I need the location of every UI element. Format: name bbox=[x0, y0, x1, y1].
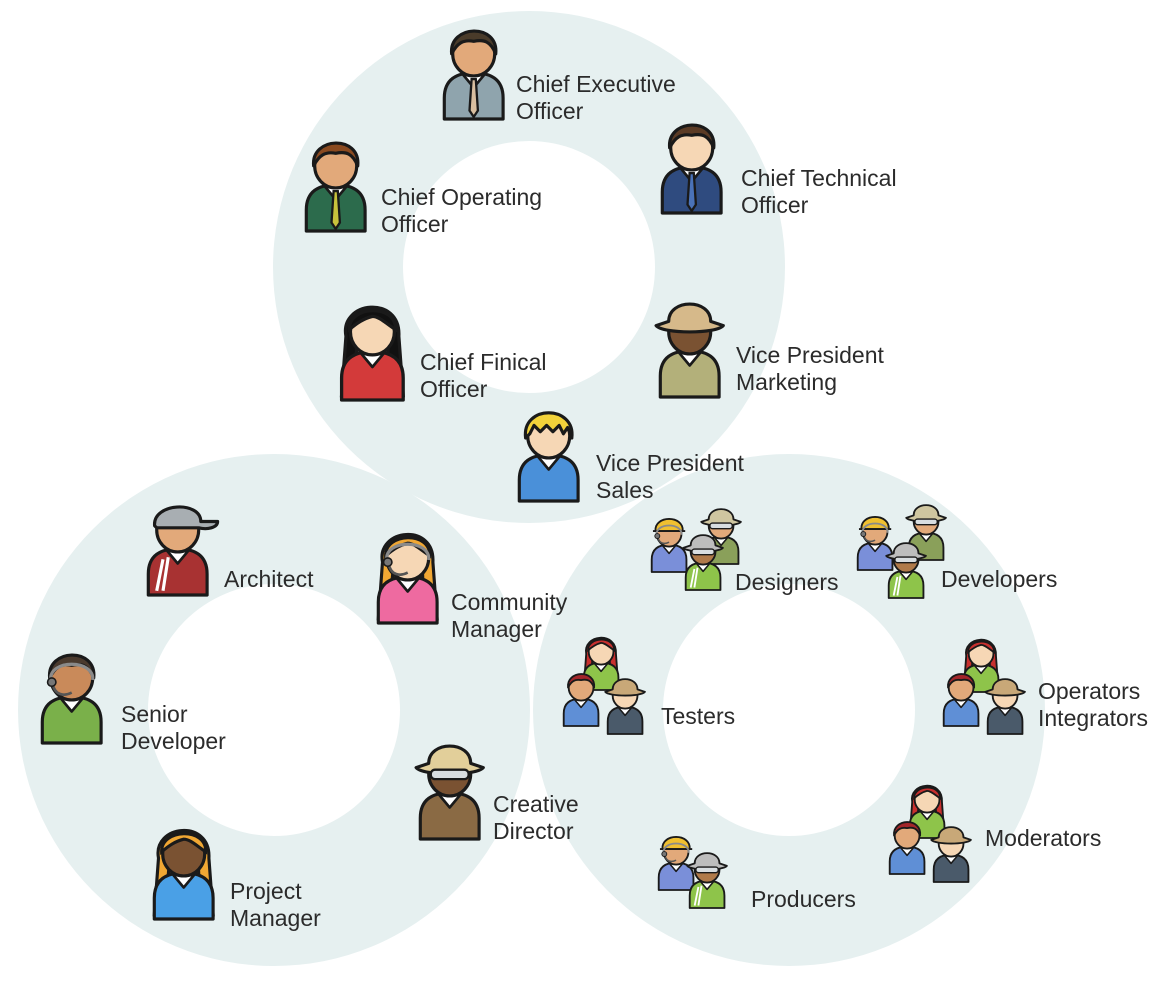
ceo-icon bbox=[442, 29, 505, 121]
label-moderators: Moderators bbox=[985, 825, 1101, 851]
label-ceo: Chief Executive Officer bbox=[516, 71, 682, 124]
coo-icon bbox=[304, 141, 367, 233]
avatars-layer bbox=[40, 29, 1026, 921]
label-testers: Testers bbox=[661, 703, 735, 729]
moderators-group-icon bbox=[888, 784, 972, 883]
label-developers: Developers bbox=[941, 566, 1057, 592]
label-cto: Chief Technical Officer bbox=[741, 165, 903, 218]
testers-group-icon bbox=[562, 636, 646, 735]
architect-icon bbox=[146, 505, 220, 597]
label-vp-marketing: Vice President Marketing bbox=[736, 342, 890, 395]
label-senior-developer: Senior Developer bbox=[121, 701, 226, 754]
cfo-icon bbox=[339, 305, 405, 402]
label-architect: Architect bbox=[224, 566, 314, 592]
label-cfo: Chief Finical Officer bbox=[420, 349, 553, 402]
label-vp-sales: Vice President Sales bbox=[596, 450, 750, 503]
label-operators-integrators: Operators Integrators bbox=[1038, 678, 1148, 731]
label-producers: Producers bbox=[751, 886, 856, 912]
labels-layer: Chief Executive Officer Chief Technical … bbox=[121, 71, 1148, 931]
vp-marketing-icon bbox=[654, 302, 725, 399]
cto-icon bbox=[660, 123, 723, 215]
creative-director-icon bbox=[414, 744, 485, 841]
project-manager-icon bbox=[152, 828, 215, 921]
operators-group-icon bbox=[942, 638, 1026, 735]
producers-group-icon bbox=[657, 836, 728, 909]
label-project-manager: Project Manager bbox=[230, 878, 321, 931]
developers-group-icon bbox=[856, 504, 947, 599]
label-designers: Designers bbox=[735, 569, 839, 595]
label-creative-director: Creative Director bbox=[493, 791, 585, 844]
designers-group-icon bbox=[650, 508, 742, 591]
community-manager-icon bbox=[376, 532, 439, 625]
vp-sales-icon bbox=[517, 411, 580, 503]
senior-developer-icon bbox=[40, 653, 103, 745]
label-community-manager: Community Manager bbox=[451, 589, 574, 642]
label-coo: Chief Operating Officer bbox=[381, 184, 548, 237]
